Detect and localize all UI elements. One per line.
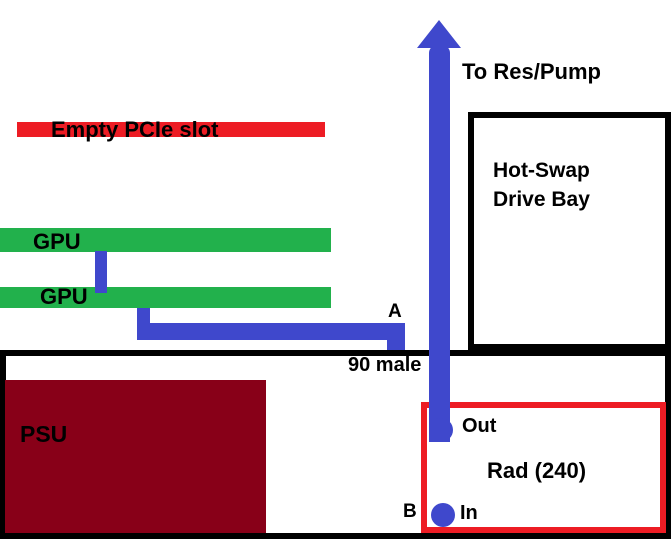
tube-elbow-horizontal xyxy=(137,323,405,340)
hot-swap-drive-bay-label: Hot-Swap Drive Bay xyxy=(493,156,590,214)
hot-swap-drive-bay-box xyxy=(468,112,671,350)
gpu-top-bar xyxy=(0,228,331,252)
radiator-out-port xyxy=(429,418,453,442)
ninety-male-fitting-label: 90 male xyxy=(348,354,422,376)
hot-swap-label-line1: Hot-Swap xyxy=(493,159,590,182)
empty-pcie-slot-bar xyxy=(17,122,325,137)
out-port-label: Out xyxy=(462,415,497,437)
up-arrow-icon xyxy=(417,20,461,48)
gpu-bottom-bar xyxy=(0,287,331,308)
sli-bridge-connector xyxy=(95,251,107,293)
gpu-top-label: GPU xyxy=(33,229,81,254)
in-port-label: In xyxy=(460,502,478,524)
radiator-in-port xyxy=(431,503,455,527)
case-lower-chamber-outline xyxy=(0,350,671,539)
point-a-label: A xyxy=(388,301,402,322)
radiator-box xyxy=(421,402,666,533)
radiator-label: Rad (240) xyxy=(487,458,587,483)
psu-label: PSU xyxy=(20,421,68,447)
tube-to-reservoir xyxy=(429,45,450,442)
point-b-label: B xyxy=(403,501,417,522)
empty-pcie-slot-label: Empty PCIe slot xyxy=(51,117,219,142)
to-res-pump-label: To Res/Pump xyxy=(462,59,601,84)
gpu-bottom-label: GPU xyxy=(40,284,88,309)
hot-swap-label-line2: Drive Bay xyxy=(493,188,590,211)
tube-90-male-fitting xyxy=(387,338,405,352)
psu-box xyxy=(5,380,266,533)
